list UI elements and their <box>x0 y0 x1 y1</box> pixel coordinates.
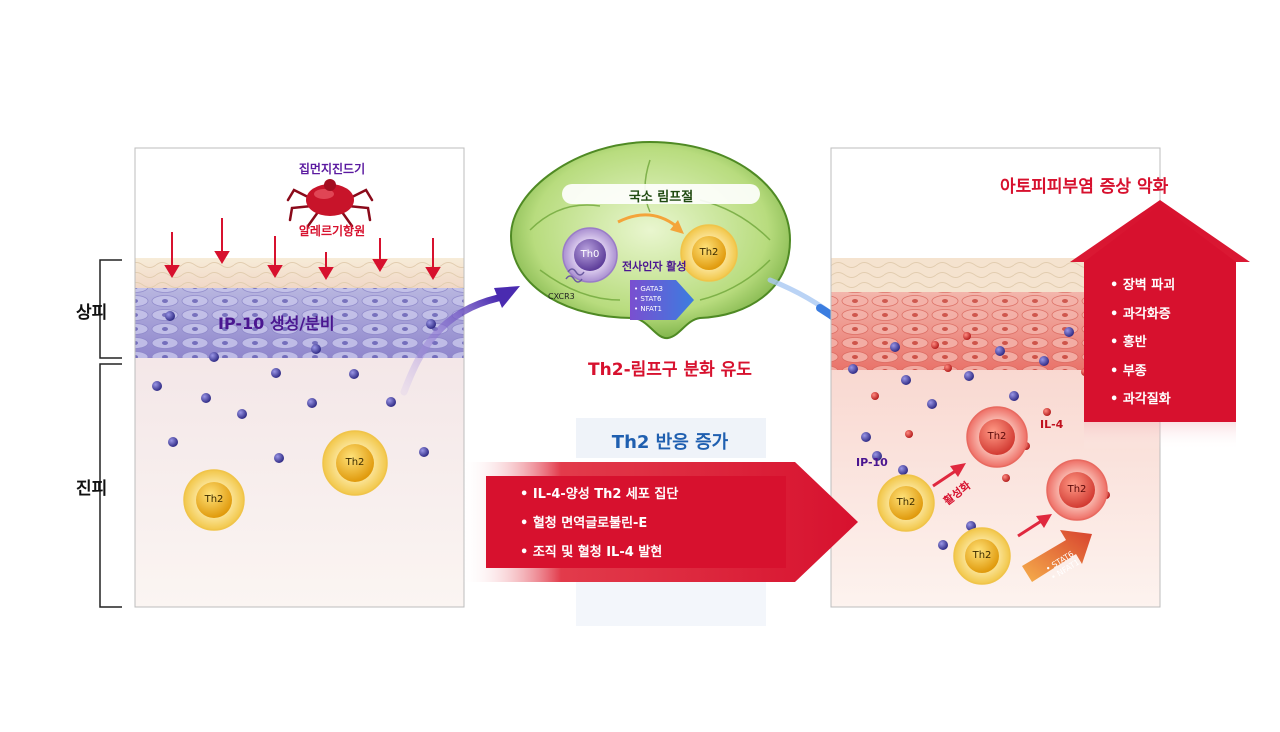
th2-resting-b-label: Th2 <box>972 550 992 561</box>
dust-mite-icon <box>286 179 374 228</box>
left-skin-panel <box>134 147 465 608</box>
th0-cell <box>562 227 618 283</box>
dust-mite-label: 집먼지진드기 <box>298 162 366 176</box>
lymph-node-caption: Th2-림프구 분화 유도 <box>588 360 752 380</box>
ip10-label-right: IP-10 <box>856 456 888 469</box>
th2-cell-left-a <box>183 469 245 531</box>
transcription-activation-label: 전사인자 활성 <box>622 260 687 273</box>
th0-label: Th0 <box>580 249 600 260</box>
lymph-node-title: 국소 림프절 <box>628 190 694 205</box>
cxcr3-label: CXCR3 <box>548 292 575 301</box>
transcription-factor-arrow <box>630 280 694 320</box>
symptom-banner <box>1070 200 1250 450</box>
factor-stat6: • STAT6 <box>634 295 662 303</box>
factor-gata3: • GATA3 <box>634 285 663 293</box>
symptom-item: • 홍반 <box>1110 335 1147 350</box>
th2-resting-cell-a <box>877 474 935 532</box>
th2-response-list: • IL-4-양성 Th2 세포 집단 • 혈청 면역글로불린-E • 조직 및… <box>520 480 678 567</box>
symptom-item: • 과각질화 <box>1110 392 1171 407</box>
th2-activated-b-label: Th2 <box>1067 484 1087 495</box>
ip10-chemokine-dots-right <box>848 327 1074 550</box>
th2-activated-cell-b <box>1046 459 1108 521</box>
th2-response-item: • 혈청 면역글로불린-E <box>520 516 648 531</box>
th2-cell-left-a-label: Th2 <box>204 494 224 505</box>
th2-resting-cell-b <box>953 527 1011 585</box>
il4-label: IL-4 <box>1040 418 1064 431</box>
th2-response-item: • 조직 및 혈청 IL-4 발현 <box>520 545 663 560</box>
lymph-node <box>509 140 792 340</box>
layer-brackets <box>99 259 122 608</box>
th2-response-banner <box>462 418 858 626</box>
epidermis-label: 상피 <box>76 303 108 323</box>
allergen-arrows <box>164 218 441 280</box>
ip10-production-label: IP-10 생성/분비 <box>218 314 335 333</box>
factor-nfat1: • NFAT1 <box>634 305 662 313</box>
th2-activated-a-label: Th2 <box>987 431 1007 442</box>
symptom-item: • 장벽 파괴 <box>1110 278 1176 293</box>
differentiation-arrow <box>617 213 684 234</box>
migration-arrow-to-lymph-node <box>400 286 520 396</box>
th2-response-heading: Th2 반응 증가 <box>611 432 729 453</box>
cxcr3-receptor-icon <box>565 268 585 283</box>
th2-node-label: Th2 <box>699 247 719 258</box>
th2-cell-left-b-label: Th2 <box>345 457 365 468</box>
activation-arrows <box>932 463 1052 538</box>
ip10-chemokine-dots-left <box>152 311 436 463</box>
stat6-nfat1-arrow <box>1022 530 1092 582</box>
transcription-factor-list: • GATA3 • STAT6 • NFAT1 <box>634 284 663 314</box>
th2-resting-a-label: Th2 <box>896 497 916 508</box>
symptom-item: • 부종 <box>1110 363 1147 379</box>
th2-activated-cell-a <box>966 406 1028 468</box>
right-panel-title: 아토피피부염 증상 악화 <box>1000 177 1169 197</box>
th2-cell-left-b <box>322 430 388 496</box>
allergen-label: 알레르기항원 <box>298 224 366 238</box>
th2-cell-node <box>680 224 738 282</box>
symptom-list: • 장벽 파괴 • 과각화증 • 홍반 • 부종 • 과각질화 <box>1110 272 1175 415</box>
th2-response-item: • IL-4-양성 Th2 세포 집단 <box>520 487 679 502</box>
symptom-item: • 과각화증 <box>1110 306 1171 322</box>
dermis-label: 진피 <box>76 479 108 499</box>
